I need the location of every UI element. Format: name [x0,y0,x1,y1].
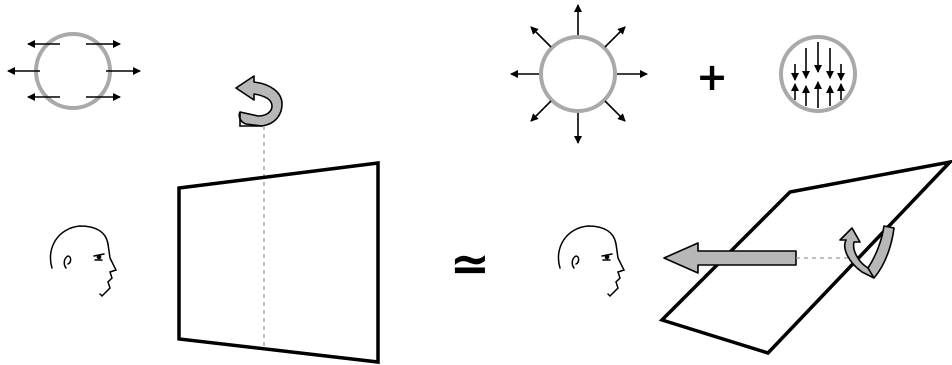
head-profile-icon [558,226,624,296]
approx-symbol: ≃ [450,236,490,292]
tilted-screen-icon [179,163,378,362]
vertical-flow-circle-icon [781,37,855,111]
rotation-arrow-icon [236,76,282,126]
head-profile-icon [50,226,116,296]
translation-arrow-icon [664,243,796,273]
shear-flow-circle-icon [8,34,140,108]
plus-symbol: + [696,55,728,99]
expansion-circle-icon [511,5,647,143]
